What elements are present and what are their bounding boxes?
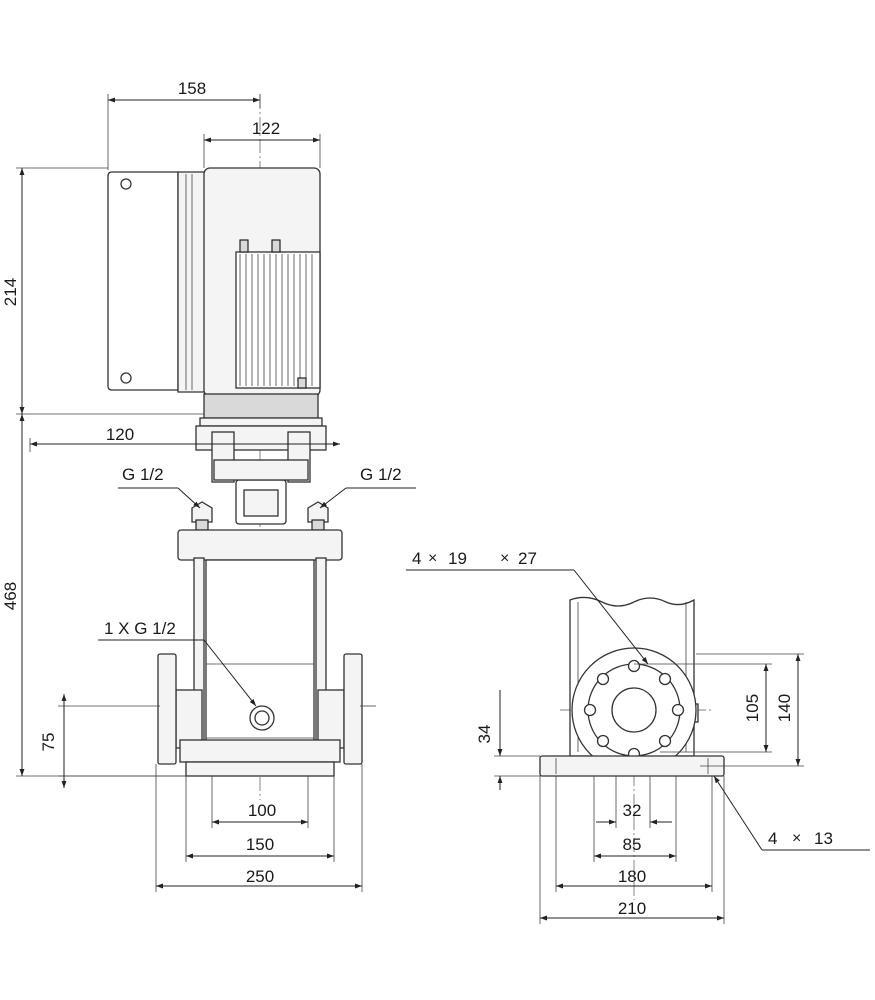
dim-label-150: 150 [246, 835, 274, 854]
dim-label-180: 180 [618, 867, 646, 886]
dim-label-120: 120 [106, 425, 134, 444]
dim-label-122: 122 [252, 119, 280, 138]
pump-head [177, 529, 343, 561]
dim-label-75: 75 [39, 733, 58, 752]
dim-468: 468 [1, 414, 186, 777]
side-base-plate [539, 755, 725, 777]
dim-label-32: 32 [623, 801, 642, 820]
dim-180: 180 [555, 776, 713, 892]
dim-105: 105 [634, 663, 772, 753]
dim-122: 122 [203, 119, 321, 168]
callout-drain: 1 X G 1/2 [98, 619, 257, 707]
dim-210: 210 [539, 776, 725, 924]
front-view: 158 122 214 120 468 [1, 79, 416, 892]
dim-label-214: 214 [1, 278, 20, 306]
callout-base-holes: 4 × 13 [713, 775, 870, 851]
dim-120: 120 [29, 425, 340, 452]
callout-label-drain: 1 X G 1/2 [104, 619, 176, 638]
dim-label-100: 100 [248, 801, 276, 820]
callout-base-times: × [792, 830, 801, 847]
dim-34: 34 [475, 690, 540, 790]
flange-bolt-holes [583, 659, 685, 761]
motor-fins [239, 254, 313, 386]
dim-label-85: 85 [623, 835, 642, 854]
callout-vent-left: G 1/2 [118, 465, 201, 509]
callout-flange-holes: 4 × 19 × 27 [406, 549, 649, 665]
pump-sleeve [193, 557, 327, 749]
callout-flange-times-1: × [428, 550, 437, 567]
callout-flange-times-2: × [500, 550, 509, 567]
dim-214: 214 [1, 167, 204, 415]
callout-base-holes-count: 4 [768, 829, 777, 848]
dim-32: 32 [596, 776, 672, 828]
dim-label-250: 250 [246, 867, 274, 886]
dim-250: 250 [155, 764, 363, 892]
side-flange [571, 647, 697, 773]
motor-stool [195, 393, 327, 525]
callout-flange-holes-count: 4 [412, 549, 421, 568]
side-view: 105 140 34 32 [406, 549, 870, 924]
callout-flange-holes-d2: 27 [518, 549, 537, 568]
dim-75: 75 [39, 694, 376, 788]
dim-150: 150 [185, 776, 335, 862]
callout-base-holes-d: 13 [814, 829, 833, 848]
pump-base [157, 653, 363, 777]
dim-label-210: 210 [618, 899, 646, 918]
dim-label-158: 158 [178, 79, 206, 98]
callout-flange-holes-d1: 19 [448, 549, 467, 568]
dim-100: 100 [211, 776, 309, 828]
dim-label-105: 105 [743, 694, 762, 722]
dim-85: 85 [593, 776, 677, 862]
callout-vent-right: G 1/2 [319, 465, 416, 509]
dim-label-468: 468 [1, 582, 20, 610]
callout-label-vent-right: G 1/2 [360, 465, 402, 484]
motor [203, 167, 321, 397]
callout-label-vent-left: G 1/2 [122, 465, 164, 484]
dim-158: 158 [107, 79, 261, 170]
dim-140: 140 [696, 653, 804, 767]
dim-label-140: 140 [775, 694, 794, 722]
dim-label-34: 34 [475, 725, 494, 744]
